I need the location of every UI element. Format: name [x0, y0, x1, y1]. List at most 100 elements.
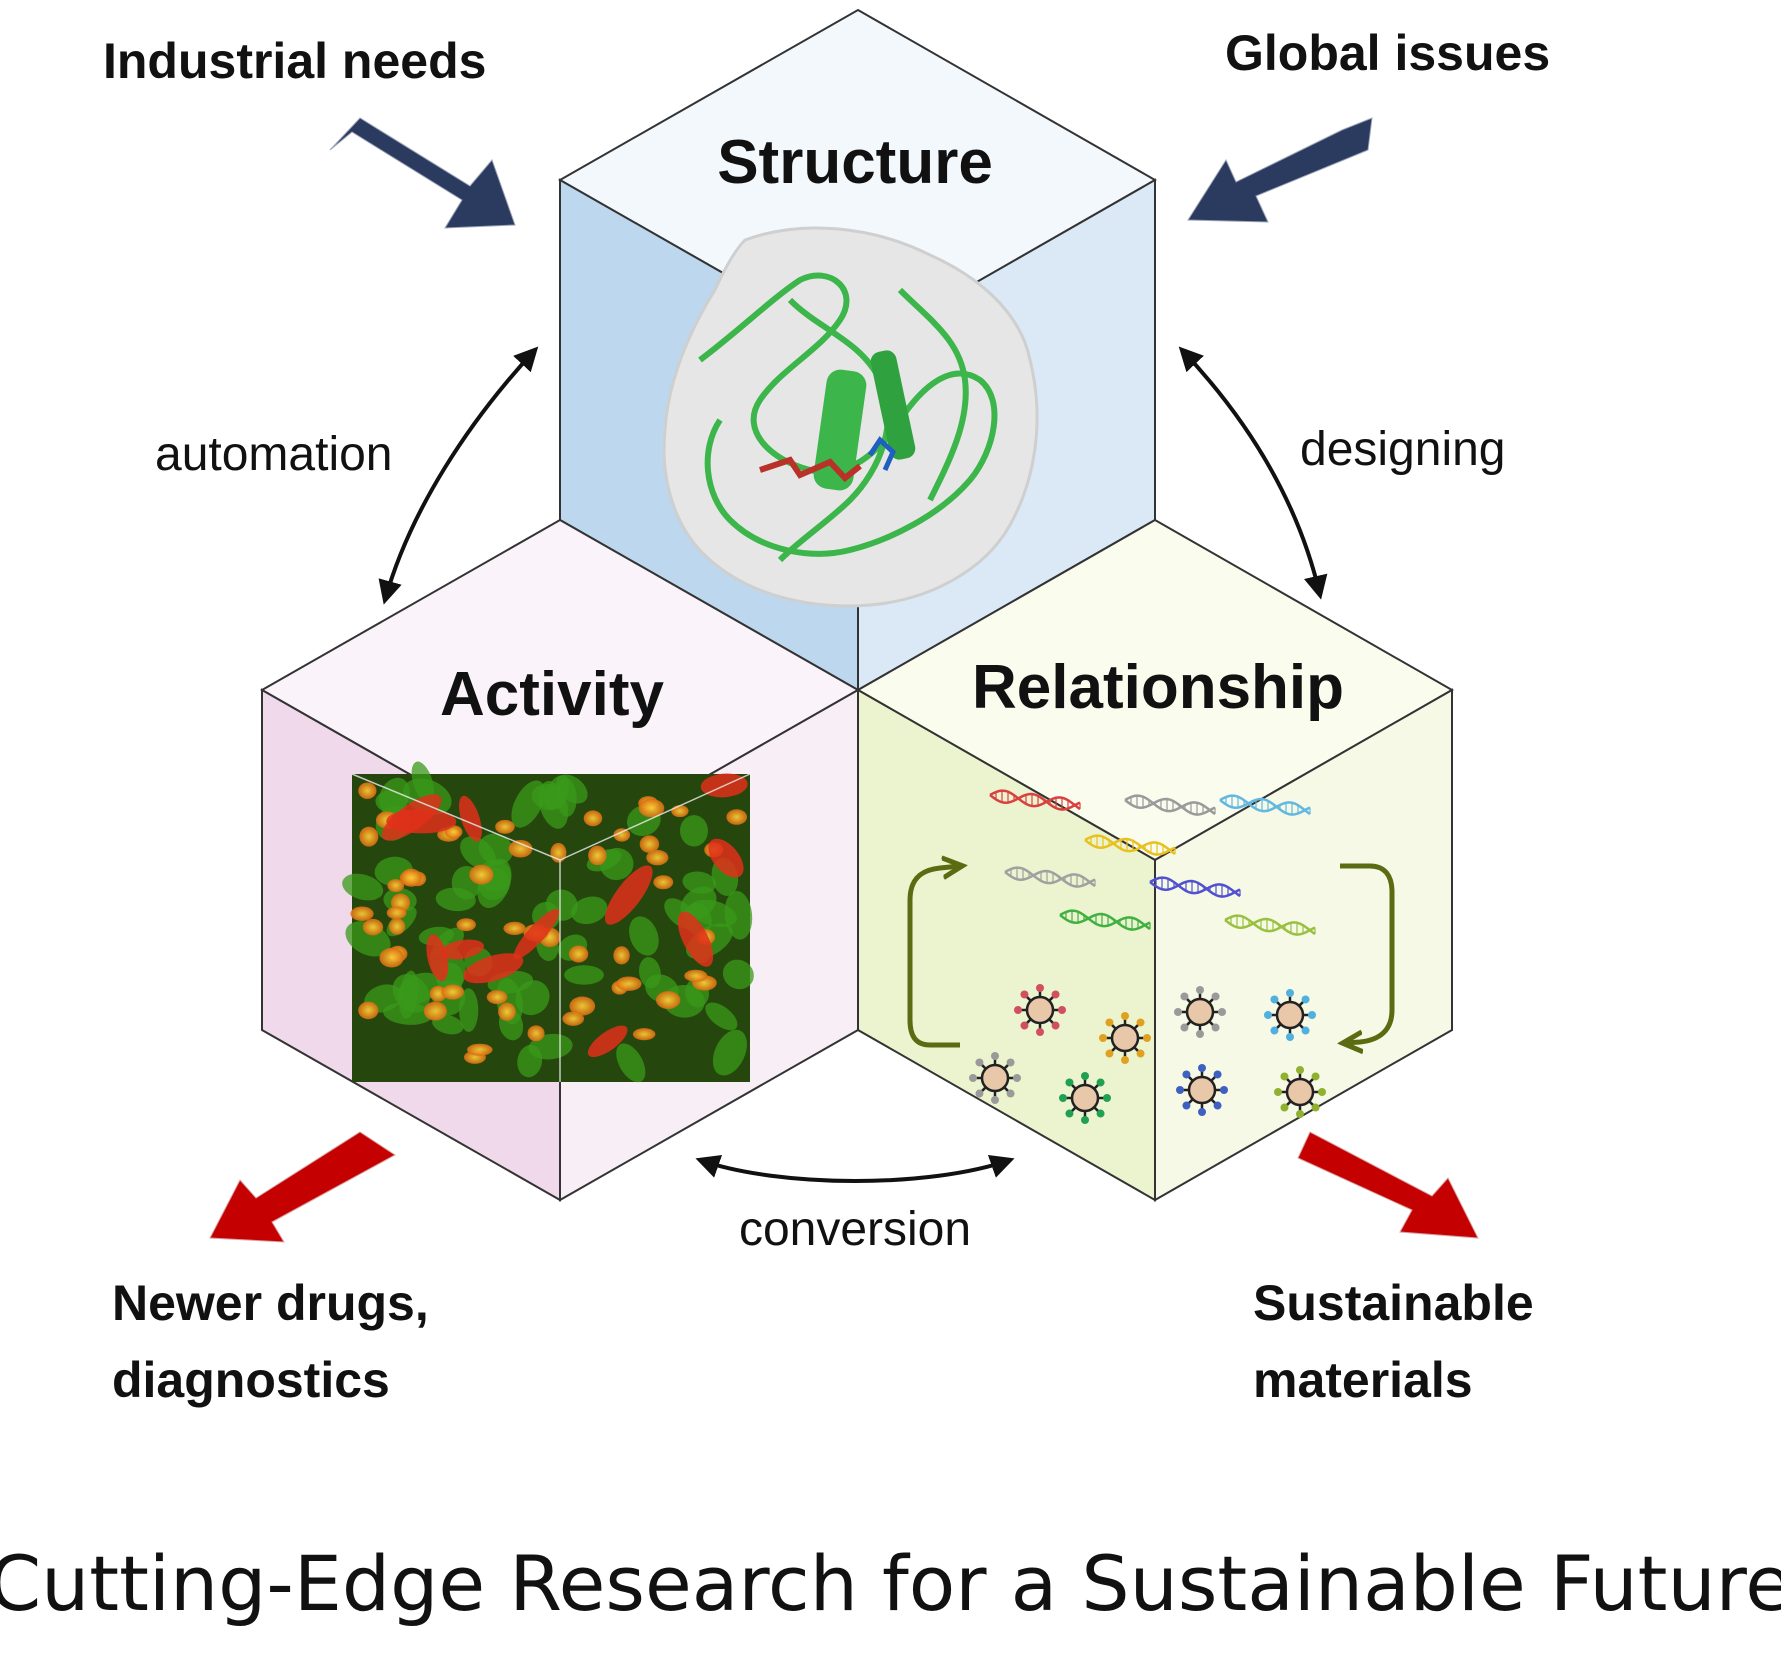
dna-strand-icon — [1059, 909, 1151, 931]
cell-nucleus — [379, 947, 404, 968]
newer-drugs-label-line2: diagnostics — [112, 1352, 390, 1408]
cell-nucleus — [613, 946, 630, 965]
cell-body — [629, 916, 659, 956]
conversion-arrow — [695, 1155, 1015, 1183]
cell-body — [342, 873, 384, 901]
cell-body — [460, 836, 496, 870]
nanoparticle-icon — [1059, 1072, 1111, 1124]
nanoparticle-icon — [1014, 984, 1066, 1036]
cell-nucleus — [388, 918, 406, 935]
cell-nucleus — [358, 782, 377, 799]
relationship-cube: Relationship — [855, 518, 1455, 1202]
nanoparticle-icon — [1174, 986, 1226, 1038]
activity-cube: Activity — [259, 518, 861, 1202]
cell-nucleus — [358, 1001, 379, 1020]
cell-red-fiber — [604, 865, 653, 925]
cell-nucleus — [386, 906, 407, 920]
designing-arrow — [1178, 346, 1328, 600]
cell-red-fiber — [677, 911, 714, 967]
cell-body — [411, 761, 435, 803]
cycle-arrow-right — [1340, 863, 1395, 1043]
dna-strand-icon — [1124, 794, 1216, 816]
cell-microscopy-icon — [342, 761, 754, 1083]
automation-label: automation — [155, 428, 393, 481]
cell-body — [515, 980, 550, 1016]
nanoparticle-icon — [1264, 989, 1316, 1041]
cell-nucleus — [639, 835, 660, 853]
nanoparticle-icon — [969, 1052, 1021, 1104]
dna-strand-icon — [1004, 866, 1096, 888]
relationship-right-face — [1154, 688, 1453, 1202]
nanoparticle-icon — [1274, 1066, 1326, 1118]
cell-body — [682, 871, 717, 894]
cell-nucleus — [638, 798, 665, 818]
cell-nucleus — [495, 819, 515, 834]
nanoparticles — [969, 984, 1326, 1124]
newer-drugs-label-line1: Newer drugs, — [112, 1275, 429, 1331]
cell-nucleus — [684, 969, 708, 982]
cell-body — [556, 777, 577, 817]
cell-red-fiber — [440, 939, 485, 960]
cell-nucleus — [613, 828, 631, 842]
dna-strands — [989, 789, 1316, 936]
nanoparticle-icon — [1099, 1012, 1151, 1064]
input-arrow-global — [1187, 117, 1373, 223]
cell-nucleus — [632, 1028, 656, 1041]
cell-nucleus — [469, 864, 494, 885]
cell-nucleus — [441, 984, 464, 1000]
cell-nucleus — [423, 1001, 447, 1021]
sustainable-materials-label-line2: materials — [1253, 1352, 1473, 1408]
cell-nucleus — [646, 849, 669, 866]
cell-nucleus — [726, 809, 748, 825]
cell-red-fiber — [458, 795, 482, 842]
cell-body — [679, 815, 709, 847]
cycle-arrow-left — [907, 866, 960, 1048]
cell-nucleus — [527, 1025, 545, 1042]
cell-nucleus — [671, 805, 689, 818]
page-caption: Cutting-Edge Research for a Sustainable … — [0, 1539, 1781, 1628]
cell-nucleus — [359, 826, 379, 847]
dna-strand-icon — [989, 789, 1081, 811]
cell-body — [564, 965, 604, 985]
protein-structure-icon — [662, 226, 1039, 608]
nanoparticle-icon — [1176, 1064, 1228, 1116]
cell-nucleus — [350, 906, 374, 922]
cell-nucleus — [387, 878, 405, 893]
output-arrow-materials — [1297, 1131, 1479, 1239]
dna-strand-icon — [1149, 876, 1241, 898]
cell-nucleus — [616, 976, 642, 991]
output-arrow-drugs — [209, 1131, 396, 1243]
cell-nucleus — [400, 868, 422, 887]
cell-red-fiber — [386, 809, 457, 834]
cell-red-fiber — [463, 953, 524, 984]
sustainable-materials-label-line1: Sustainable — [1253, 1275, 1534, 1331]
cell-nucleus — [456, 918, 476, 932]
cell-nucleus — [498, 1002, 516, 1021]
conversion-label: conversion — [739, 1203, 971, 1256]
cell-body — [712, 1029, 747, 1076]
automation-arrow — [378, 346, 539, 605]
cell-red-fiber — [426, 934, 449, 982]
input-arrow-industrial — [329, 117, 516, 229]
cell-nucleus — [467, 1043, 493, 1056]
cell-nucleus — [568, 945, 589, 963]
activity-label: Activity — [440, 660, 664, 729]
dna-strand-icon — [1224, 914, 1316, 936]
cell-body — [571, 896, 608, 925]
cell-nucleus — [508, 839, 533, 858]
cell-body — [616, 1043, 646, 1083]
cell-nucleus — [362, 918, 384, 936]
dna-strand-icon — [1219, 794, 1311, 816]
global-issues-label: Global issues — [1225, 25, 1550, 81]
cell-body — [392, 974, 430, 1013]
cell-nucleus — [588, 845, 607, 866]
cell-nucleus — [562, 1011, 585, 1026]
cell-nucleus — [569, 996, 596, 1016]
cell-nucleus — [653, 875, 674, 890]
relationship-label: Relationship — [972, 653, 1344, 722]
cell-red-fiber — [513, 908, 560, 960]
designing-label: designing — [1300, 423, 1506, 476]
cell-body — [705, 1002, 738, 1031]
dna-strand-icon — [1084, 834, 1176, 856]
